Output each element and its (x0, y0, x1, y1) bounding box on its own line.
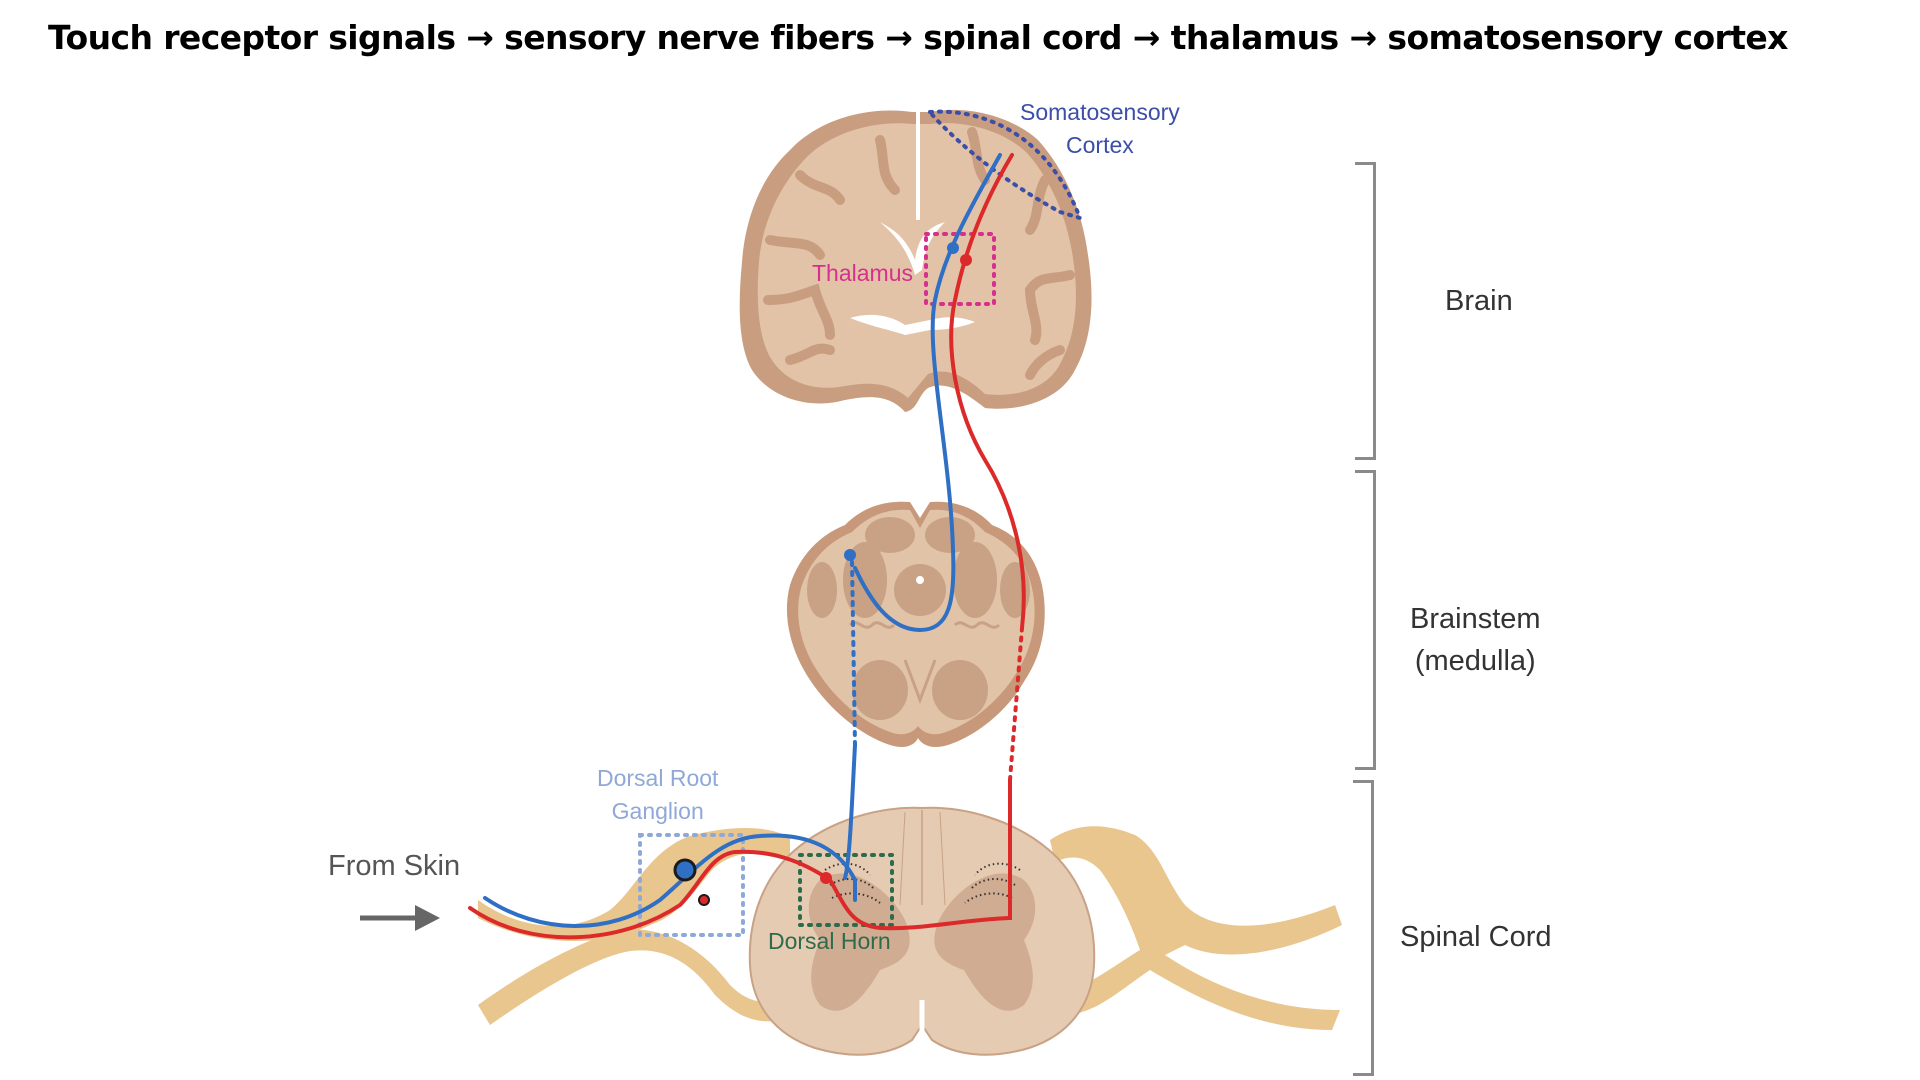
region-label-spinal-cord: Spinal Cord (1400, 921, 1552, 953)
dorsal-horn-label: Dorsal Horn (768, 928, 891, 954)
somatosensory-label-line1: Somatosensory (1020, 99, 1180, 125)
drg-label-line2: Ganglion (611, 798, 704, 825)
drg-neuron-red (698, 894, 710, 906)
dorsal-horn-synapse (820, 872, 832, 884)
somatosensory-cortex-outline (925, 109, 1084, 222)
drg-label-line1: Dorsal Root (597, 765, 719, 791)
brainstem-label-line1: Brainstem (1410, 603, 1541, 635)
from-skin-label: From Skin (328, 850, 461, 882)
medulla-illustration (786, 501, 1045, 748)
from-skin-arrow (360, 905, 440, 931)
dorsal-root-ganglion-label: Dorsal Root Ganglion (597, 762, 718, 829)
spinothalamic-pathway-red (468, 153, 1026, 940)
brain-illustration (739, 109, 1092, 412)
thalamus-synapse-red (960, 254, 972, 266)
brainstem-bracket (1355, 470, 1376, 770)
brainstem-label-line2: (medulla) (1414, 645, 1536, 678)
somatosensory-cortex-label: Somatosensory Cortex (1020, 96, 1180, 163)
drg-neuron-blue (673, 858, 697, 882)
page-title: Touch receptor signals → sensory nerve f… (48, 18, 1788, 57)
dorsal-root-ganglion-outline (638, 833, 745, 937)
dorsal-horn-outline (798, 853, 894, 927)
region-label-brain: Brain (1445, 285, 1513, 317)
thalamus-synapse-blue (947, 242, 959, 254)
brain-bracket (1355, 162, 1376, 460)
spinal-cord-bracket (1353, 780, 1374, 1076)
thalamus-label: Thalamus (812, 260, 913, 286)
medulla-nucleus-synapse (844, 549, 856, 561)
somatosensory-label-line2: Cortex (1066, 132, 1134, 159)
region-label-brainstem: Brainstem (medulla) (1410, 598, 1541, 682)
